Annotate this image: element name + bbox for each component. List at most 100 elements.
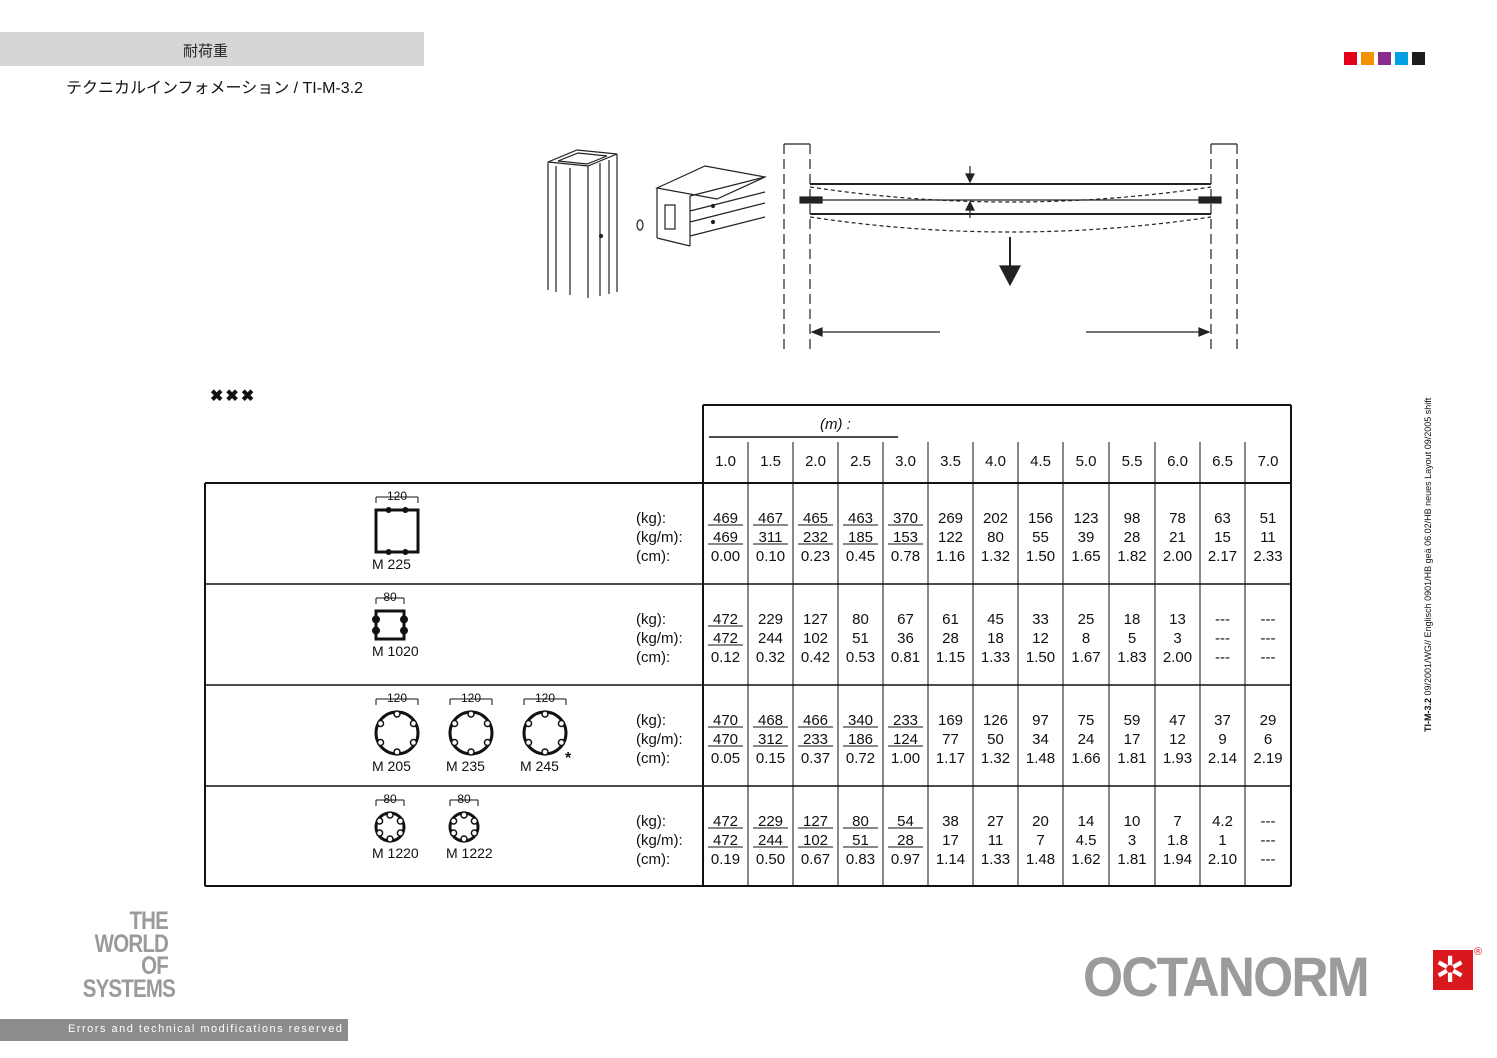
profile-dimension: 120 xyxy=(387,489,407,503)
table-cell: 51 xyxy=(852,630,869,647)
profile-groove xyxy=(400,615,408,624)
table-cell: 0.32 xyxy=(756,649,785,666)
profile-groove xyxy=(385,507,392,513)
table-cell: 59 xyxy=(1124,712,1141,729)
unit-label: (cm): xyxy=(636,851,670,868)
unit-label: (kg/m): xyxy=(636,529,683,546)
table-cell: 51 xyxy=(852,832,869,849)
table-cell: 1.50 xyxy=(1026,548,1055,565)
table-cell: 7 xyxy=(1036,832,1044,849)
profile-name: M 1220 xyxy=(372,845,419,861)
profile-groove xyxy=(375,829,384,837)
table-cell: --- xyxy=(1261,813,1276,830)
footer-disclaimer-band: Errors and technical modifications reser… xyxy=(0,1019,348,1041)
table-cell: 233 xyxy=(803,731,828,748)
span-value-2.0: 2.0 xyxy=(805,453,826,470)
profile-star-mark: * xyxy=(565,750,572,767)
profile-groove xyxy=(541,748,549,756)
brand-swatch-1 xyxy=(1361,52,1374,65)
profile-groove xyxy=(393,710,401,718)
profile-groove xyxy=(470,829,479,837)
profile-groove xyxy=(467,710,475,718)
profile-groove xyxy=(467,748,475,756)
profile-groove xyxy=(372,626,380,635)
table-cell: 17 xyxy=(942,832,959,849)
table-cell: 467 xyxy=(758,510,783,527)
profile-groove xyxy=(402,507,409,513)
table-cell: 80 xyxy=(852,813,869,830)
table-cell: 0.83 xyxy=(846,851,875,868)
table-cell: 63 xyxy=(1214,510,1231,527)
table-cell: 472 xyxy=(713,630,738,647)
profile-groove xyxy=(449,817,458,825)
table-cell: 0.10 xyxy=(756,548,785,565)
profile-groove xyxy=(450,719,459,728)
table-cell: 14 xyxy=(1078,813,1095,830)
table-cell: 0.72 xyxy=(846,750,875,767)
table-cell: 0.81 xyxy=(891,649,920,666)
unit-label: (kg): xyxy=(636,510,666,527)
load-test-diagram xyxy=(783,143,1238,350)
table-cell: 469 xyxy=(713,510,738,527)
table-cell: 123 xyxy=(1073,510,1098,527)
table-cell: 2.19 xyxy=(1253,750,1282,767)
table-cell: 244 xyxy=(758,832,783,849)
table-cell: 37 xyxy=(1214,712,1231,729)
profile-name: M 235 xyxy=(446,758,485,774)
table-cell: 24 xyxy=(1078,731,1095,748)
table-cell: 4.5 xyxy=(1076,832,1097,849)
table-cell: 1.50 xyxy=(1026,649,1055,666)
table-cell: 0.50 xyxy=(756,851,785,868)
table-cell: 1.33 xyxy=(981,649,1010,666)
table-cell: 466 xyxy=(803,712,828,729)
table-cell: 28 xyxy=(897,832,914,849)
table-cell: 311 xyxy=(759,529,783,546)
span-value-5.0: 5.0 xyxy=(1076,453,1097,470)
profile-name: M 1020 xyxy=(372,643,419,659)
table-cell: 8 xyxy=(1082,630,1090,647)
profile-groove xyxy=(400,626,408,635)
brand-swatch-4 xyxy=(1412,52,1425,65)
table-cell: 20 xyxy=(1032,813,1049,830)
profile-groove xyxy=(386,835,394,843)
table-cell: 0.23 xyxy=(801,548,830,565)
table-cell: 340 xyxy=(848,712,873,729)
table-cell: 33 xyxy=(1032,611,1049,628)
table-cell: 1.65 xyxy=(1071,548,1100,565)
table-cell: 1.67 xyxy=(1071,649,1100,666)
table-cell: 156 xyxy=(1028,510,1053,527)
table-cell: 463 xyxy=(848,510,873,527)
table-cell: 13 xyxy=(1169,611,1186,628)
table-cell: 98 xyxy=(1124,510,1141,527)
table-cell: 1.81 xyxy=(1117,750,1146,767)
profile-groove xyxy=(396,817,405,825)
table-cell: 0.53 xyxy=(846,649,875,666)
profile-shape-M-245 xyxy=(522,710,568,756)
table-cell: 1.83 xyxy=(1117,649,1146,666)
table-cell: 122 xyxy=(938,529,963,546)
table-cell: --- xyxy=(1215,630,1230,647)
profile-groove xyxy=(449,829,458,837)
profile-groove xyxy=(376,719,385,728)
table-cell: 50 xyxy=(987,731,1004,748)
table-cell: 186 xyxy=(848,731,873,748)
table-cell: 2.33 xyxy=(1253,548,1282,565)
table-cell: 370 xyxy=(893,510,918,527)
span-value-2.5: 2.5 xyxy=(850,453,871,470)
span-header-label: (m) : xyxy=(820,416,851,433)
table-cell: 28 xyxy=(942,630,959,647)
table-cell: 34 xyxy=(1032,731,1049,748)
table-cell: 0.78 xyxy=(891,548,920,565)
brand-swatch-0 xyxy=(1344,52,1357,65)
table-cell: 7 xyxy=(1173,813,1181,830)
span-value-6.0: 6.0 xyxy=(1167,453,1188,470)
table-cell: 127 xyxy=(803,813,828,830)
profile-groove xyxy=(402,549,409,555)
profile-groove xyxy=(450,738,459,747)
table-cell: 15 xyxy=(1214,529,1231,546)
table-cell: --- xyxy=(1261,851,1276,868)
profile-groove xyxy=(376,738,385,747)
table-cell: 80 xyxy=(987,529,1004,546)
unit-label: (kg): xyxy=(636,611,666,628)
